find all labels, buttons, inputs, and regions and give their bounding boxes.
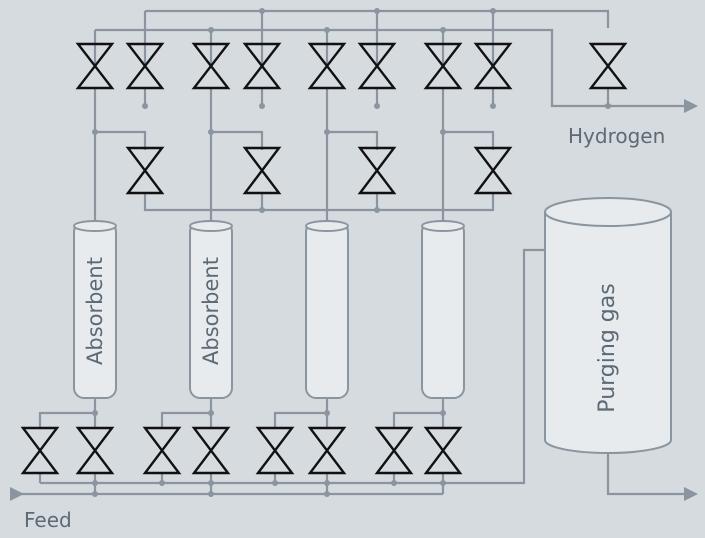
- column-2: [189, 220, 233, 399]
- junction-dot: [324, 491, 330, 497]
- junction-dot: [490, 8, 496, 14]
- purge-header-pipe: [40, 248, 545, 485]
- column-1: [73, 220, 117, 399]
- junction-dot: [324, 480, 330, 486]
- equalization-header-pipe: [143, 193, 495, 212]
- bottom-valve-icon: [255, 426, 295, 475]
- pipe-segment: [95, 130, 147, 150]
- top-valve-icon: [242, 42, 282, 90]
- purging-gas-label: Purging gas: [595, 283, 620, 413]
- junction-dot: [92, 480, 98, 486]
- column-1-label: Absorbent: [83, 257, 107, 365]
- junction-dot: [208, 27, 214, 33]
- junction-dot: [440, 129, 446, 135]
- hydrogen-header-pipe: [95, 28, 684, 108]
- junction-dot: [391, 480, 397, 486]
- pipe-segment: [211, 130, 264, 150]
- junction-dot: [324, 410, 330, 416]
- column-3-label: [314, 231, 340, 391]
- junction-dot: [208, 410, 214, 416]
- junction-dot: [272, 480, 278, 486]
- purge-outlet-arrow-icon: [684, 487, 698, 501]
- bottom-valve-icon: [20, 426, 60, 475]
- junction-dot: [142, 103, 148, 109]
- junction-dot: [159, 480, 165, 486]
- junction-dot: [208, 491, 214, 497]
- equalization-valve-icon: [473, 146, 513, 195]
- junction-dot: [259, 8, 265, 14]
- top-valve-icon: [307, 42, 347, 90]
- junction-dot: [605, 103, 611, 109]
- column-4: [421, 220, 465, 399]
- column-4-label: [430, 231, 456, 391]
- pipe-network: [10, 9, 684, 496]
- top-valve-icon: [473, 42, 513, 90]
- top-valve-icon: [75, 42, 115, 90]
- feed-label: Feed: [24, 508, 72, 532]
- junction-dot: [92, 491, 98, 497]
- junction-dot: [440, 480, 446, 486]
- pipe-segment: [327, 130, 379, 150]
- column-cap: [73, 220, 117, 232]
- purging-gas-tank: [544, 197, 672, 454]
- column-cap: [421, 220, 465, 232]
- top-valve-icon: [357, 42, 397, 90]
- equalization-valve-icon: [242, 146, 282, 195]
- bottom-valve-icon: [307, 426, 347, 475]
- bottom-valve-icon: [423, 426, 463, 475]
- bottom-valve-icon: [374, 426, 414, 475]
- junction-dot: [374, 103, 380, 109]
- column-2-label: Absorbent: [199, 257, 223, 365]
- junction-dot: [374, 207, 380, 213]
- pipe-segment: [273, 411, 327, 428]
- hydrogen-label: Hydrogen: [568, 124, 666, 148]
- junction-dot: [440, 410, 446, 416]
- bottom-valve-icon: [75, 426, 115, 475]
- junction-dot: [324, 27, 330, 33]
- junction-dot: [324, 129, 330, 135]
- junction-dot: [490, 103, 496, 109]
- bottom-valve-icon: [191, 426, 231, 475]
- top-valve-icon: [588, 42, 628, 90]
- pipe-segment: [392, 411, 443, 428]
- purge-outlet-pipe: [606, 452, 684, 496]
- junction-dot: [259, 207, 265, 213]
- junction-dot: [440, 27, 446, 33]
- junction-dot: [92, 129, 98, 135]
- pipe-segment: [443, 130, 495, 150]
- column-cap: [189, 220, 233, 232]
- valves: [20, 42, 628, 475]
- column-cap: [305, 220, 349, 232]
- junction-dot: [208, 129, 214, 135]
- junction-dot: [208, 480, 214, 486]
- bottom-valve-icon: [142, 426, 182, 475]
- equalization-valve-icon: [125, 146, 165, 195]
- junction-dot: [374, 8, 380, 14]
- equalization-valve-icon: [357, 146, 397, 195]
- junction-dot: [92, 410, 98, 416]
- top-valve-icon: [423, 42, 463, 90]
- hydrogen-arrow-icon: [684, 99, 698, 113]
- junction-dots: [92, 8, 611, 497]
- tank-body: [544, 212, 672, 454]
- tank-top: [544, 197, 672, 227]
- column-3: [305, 220, 349, 399]
- pipe-segment: [160, 411, 211, 428]
- pipe-segment: [38, 411, 95, 428]
- feed-arrow-icon: [10, 487, 24, 501]
- top-valve-icon: [191, 42, 231, 90]
- top-valve-icon: [125, 42, 165, 90]
- junction-dot: [259, 103, 265, 109]
- top-header-pipe: [145, 9, 610, 28]
